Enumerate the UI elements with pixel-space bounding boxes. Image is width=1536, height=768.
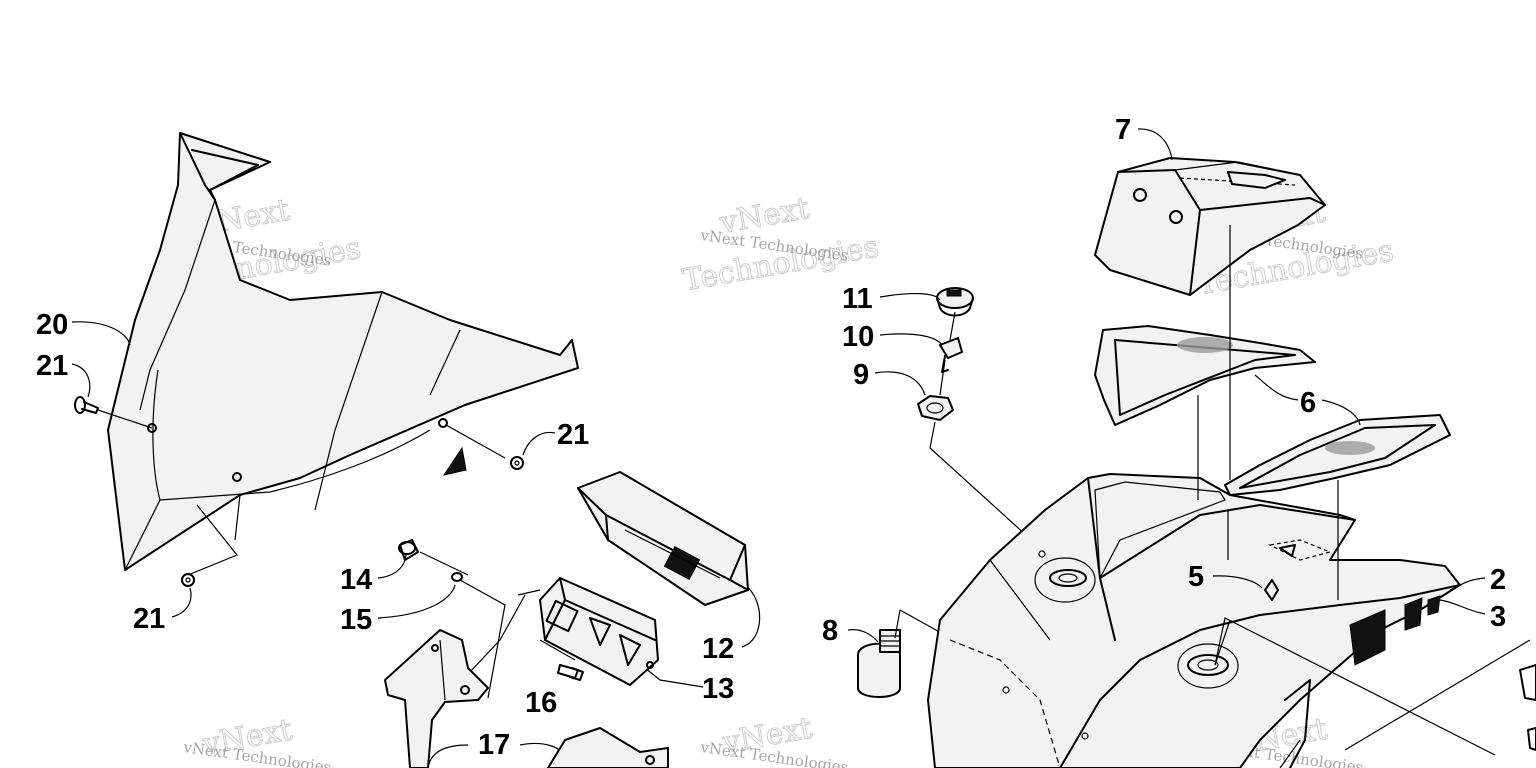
callout-7: 7 xyxy=(1115,114,1131,146)
callout-9: 9 xyxy=(853,359,869,391)
callout-21-right: 21 xyxy=(557,419,589,451)
screw-part-21a xyxy=(74,396,99,414)
screw-part-21c xyxy=(181,573,195,587)
callout-15: 15 xyxy=(340,604,372,636)
callout-20: 20 xyxy=(36,309,68,341)
callout-2: 2 xyxy=(1490,564,1506,596)
grommet-part-14 xyxy=(398,539,419,561)
callout-6: 6 xyxy=(1300,387,1316,419)
vent-panel-part-6a xyxy=(1094,325,1316,426)
callout-10: 10 xyxy=(842,321,874,353)
callout-21-top: 21 xyxy=(36,350,68,382)
callout-12: 12 xyxy=(702,633,734,665)
windshield-part-20 xyxy=(107,132,579,571)
switch-part-8 xyxy=(857,629,901,698)
callout-labels: 20 21 21 21 14 15 16 17 12 13 11 10 9 8 … xyxy=(36,114,1506,761)
cap-part-11 xyxy=(936,287,974,317)
bolt-part-16 xyxy=(557,664,584,681)
leaders-right xyxy=(1137,128,1531,756)
callout-13: 13 xyxy=(702,673,734,705)
callout-8: 8 xyxy=(822,615,838,647)
gauge-part-12 xyxy=(577,471,749,606)
bracket-part-13 xyxy=(539,577,659,686)
washer-part-15 xyxy=(451,572,463,582)
hood-main xyxy=(927,473,1536,768)
callout-16: 16 xyxy=(525,687,557,719)
vent-panel-part-6b xyxy=(1224,414,1451,496)
callout-5: 5 xyxy=(1188,561,1204,593)
console-part-7 xyxy=(1094,157,1326,296)
callout-17: 17 xyxy=(478,729,510,761)
callout-3: 3 xyxy=(1490,601,1506,633)
callout-11: 11 xyxy=(842,283,873,315)
mount-part-17 xyxy=(384,629,669,768)
callout-14: 14 xyxy=(340,564,372,596)
callout-21-bottom: 21 xyxy=(133,603,165,635)
key-part-10 xyxy=(939,337,963,373)
nut-part-9 xyxy=(917,395,954,421)
screw-part-21b xyxy=(510,456,524,470)
